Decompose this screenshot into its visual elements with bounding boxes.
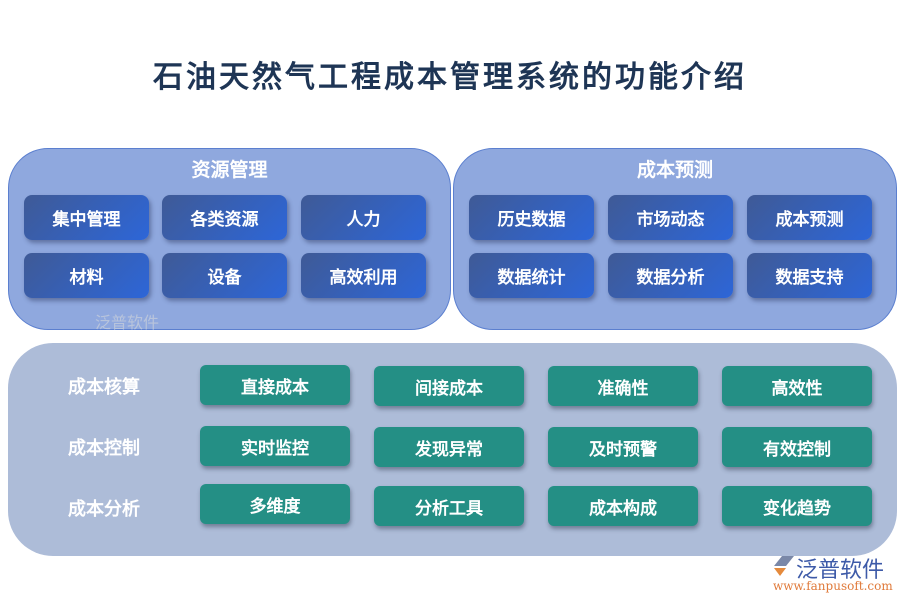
row-label: 成本核算 [68, 377, 140, 398]
row-label: 成本控制 [68, 438, 140, 459]
resource-item[interactable]: 设备 [162, 253, 287, 298]
resource-item[interactable]: 人力 [301, 195, 426, 240]
resource-item[interactable]: 各类资源 [162, 195, 287, 240]
forecast-panel-title: 成本预测 [636, 159, 713, 181]
forecast-item[interactable]: 数据分析 [608, 253, 733, 298]
cost-item[interactable]: 准确性 [548, 366, 698, 406]
forecast-item[interactable]: 数据统计 [469, 253, 594, 298]
logo-name: 泛普软件 [796, 558, 885, 583]
forecast-item[interactable]: 市场动态 [608, 195, 733, 240]
cost-item[interactable]: 分析工具 [374, 486, 524, 526]
forecast-item[interactable]: 成本预测 [747, 195, 872, 240]
cost-item[interactable]: 高效性 [722, 366, 872, 406]
forecast-item[interactable]: 数据支持 [747, 253, 872, 298]
cost-item[interactable]: 间接成本 [374, 366, 524, 406]
cost-item[interactable]: 成本构成 [548, 486, 698, 526]
cost-item[interactable]: 多维度 [200, 484, 350, 524]
resource-panel-title: 资源管理 [191, 159, 268, 181]
logo-url: www.fanpusoft.com [773, 579, 893, 593]
page-title: 石油天然气工程成本管理系统的功能介绍 [153, 60, 747, 95]
cost-item[interactable]: 发现异常 [374, 427, 524, 467]
cost-item[interactable]: 变化趋势 [722, 486, 872, 526]
cost-item[interactable]: 有效控制 [722, 427, 872, 467]
cost-item[interactable]: 直接成本 [200, 365, 350, 405]
watermark: 泛普软件 [95, 313, 160, 332]
logo: 泛普软件 www.fanpusoft.com [768, 552, 898, 597]
logo-icon [774, 556, 794, 576]
resource-item[interactable]: 材料 [24, 253, 149, 298]
row-label: 成本分析 [68, 499, 140, 520]
cost-item[interactable]: 及时预警 [548, 427, 698, 467]
resource-item[interactable]: 集中管理 [24, 195, 149, 240]
cost-item[interactable]: 实时监控 [200, 426, 350, 466]
resource-item[interactable]: 高效利用 [301, 253, 426, 298]
forecast-item[interactable]: 历史数据 [469, 195, 594, 240]
